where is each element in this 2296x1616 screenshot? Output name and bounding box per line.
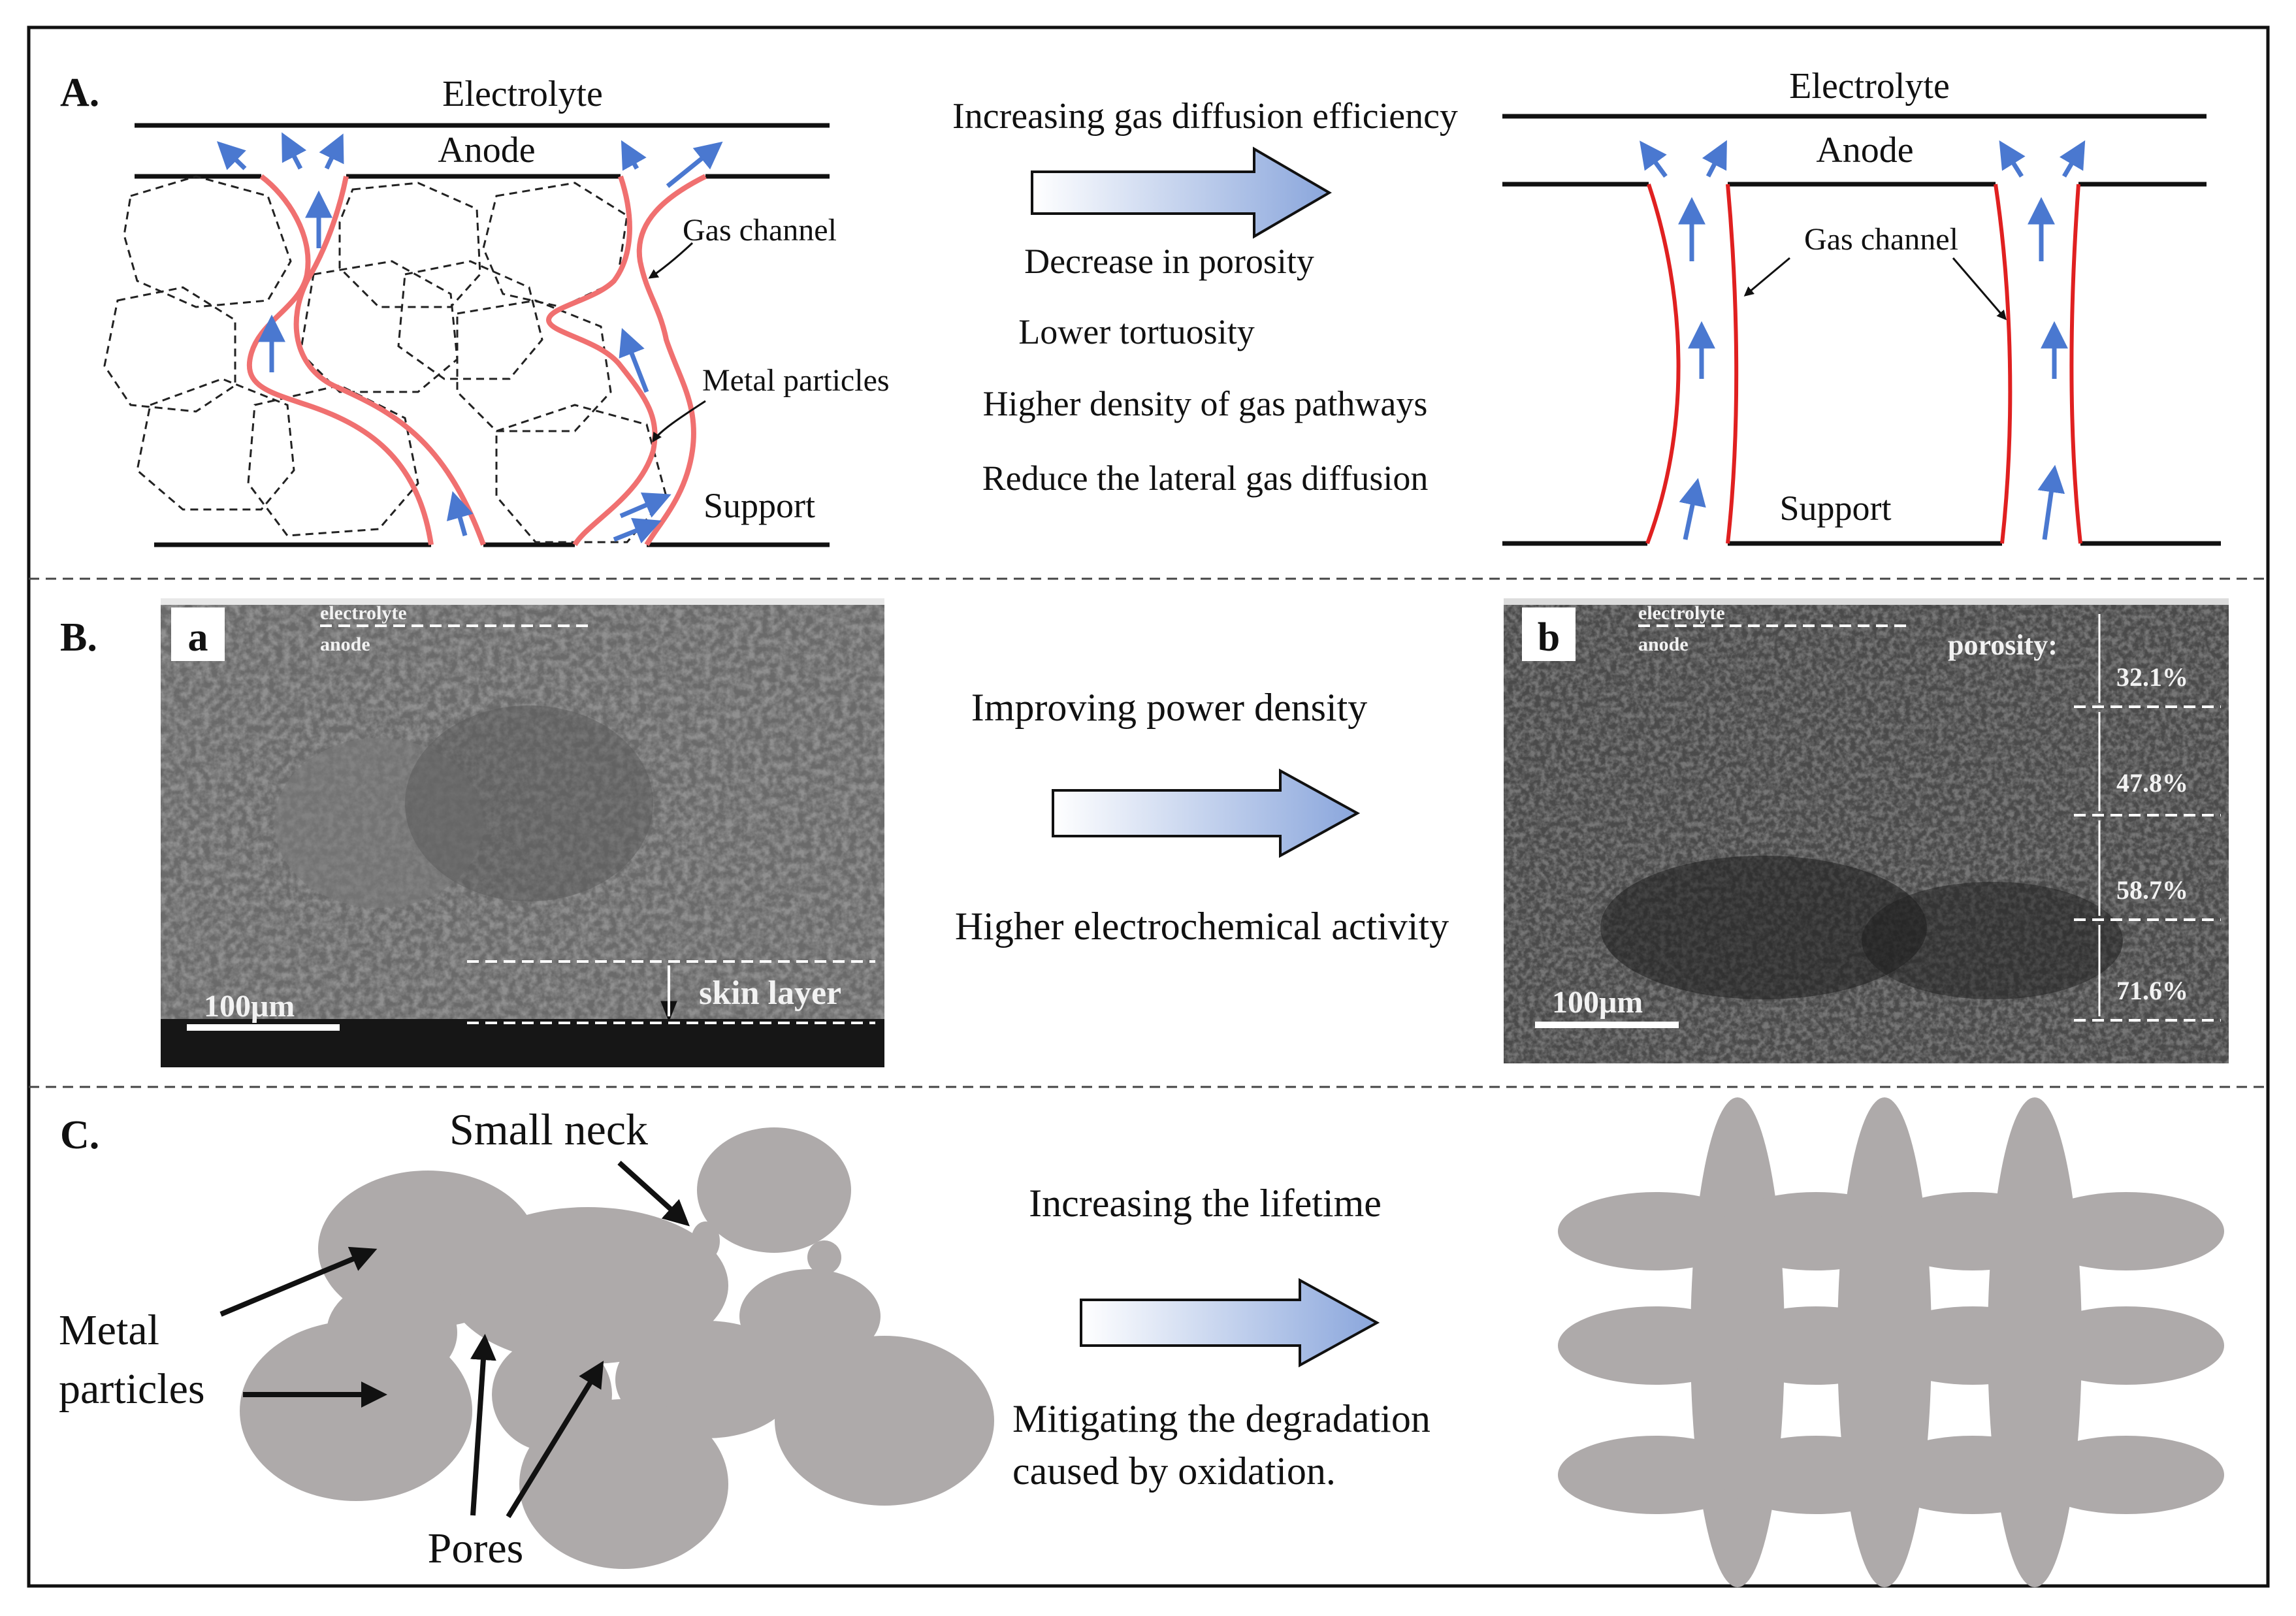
gradient-right-arrow-icon <box>1031 146 1332 239</box>
sem-image-b: b electrolyte anode porosity: 32.1% 47.8… <box>1504 598 2229 1063</box>
left-metal-particles-label: Metal particles <box>702 363 890 398</box>
right-gas-channel-label: Gas channel <box>1804 222 1958 257</box>
sem-image-a: a electrolyte anode skin layer 100μm <box>161 598 884 1067</box>
panel-b: B. a electrolyte anode skin layer 100μm … <box>60 598 2229 1067</box>
sem-a-skin-layer: skin layer <box>699 975 841 1012</box>
c-middle-bottom-line1: Mitigating the degradation <box>1012 1397 1431 1440</box>
pointer-arrows-c <box>219 1161 690 1519</box>
right-anode-label: Anode <box>1816 130 1913 170</box>
panel-a: A. <box>60 66 2221 547</box>
pores-label: Pores <box>428 1525 524 1572</box>
porosity-value-3: 58.7% <box>2116 875 2188 905</box>
metal-particle-outlines <box>103 175 668 543</box>
b-middle-top-text: Improving power density <box>971 686 1368 729</box>
panel-c-label: C. <box>60 1113 99 1157</box>
gas-channel-left-1 <box>246 174 486 546</box>
left-gas-channel-label: Gas channel <box>683 213 837 248</box>
figure-frame <box>27 25 2270 1588</box>
sem-b-scale: 100μm <box>1552 985 1643 1020</box>
panel-a-left-schematic: Electrolyte Anode Gas channel Metal part… <box>103 74 890 547</box>
sem-a-scale-bar <box>187 1024 340 1031</box>
sem-b-electrolyte: electrolyte <box>1638 602 1725 624</box>
sem-a-scale: 100μm <box>204 989 295 1024</box>
a-point-1: Decrease in porosity <box>1024 242 1314 281</box>
right-support-label: Support <box>1779 489 1891 528</box>
flow-arrows-right <box>1640 140 2086 540</box>
sem-a-anode: anode <box>320 634 370 655</box>
flow-arrows-left <box>216 132 723 543</box>
gradient-right-arrow-icon <box>1052 768 1361 858</box>
leader-lines-left <box>648 242 706 443</box>
sem-a-tag: a <box>188 615 208 660</box>
sem-b-anode: anode <box>1638 634 1689 655</box>
panel-b-label: B. <box>60 615 97 660</box>
porosity-dividers <box>2074 705 2221 1022</box>
panel-a-label: A. <box>60 71 99 115</box>
ordered-particle-grid <box>1558 1097 2224 1587</box>
small-neck-label: Small neck <box>449 1105 648 1154</box>
gradient-right-arrow-icon <box>1080 1278 1380 1368</box>
porosity-value-1: 32.1% <box>2116 662 2188 692</box>
sem-b-tag: b <box>1538 615 1560 660</box>
porosity-value-2: 47.8% <box>2116 768 2188 798</box>
a-middle-top-text: Increasing gas diffusion efficiency <box>952 96 1458 137</box>
left-electrolyte-label: Electrolyte <box>442 74 603 114</box>
a-point-4: Reduce the lateral gas diffusion <box>982 459 1429 498</box>
sem-b-porosity-label: porosity: <box>1948 629 2058 661</box>
gas-channel-left-2 <box>545 174 707 547</box>
gas-channel-right <box>1645 184 2082 545</box>
b-middle-bottom-text: Higher electrochemical activity <box>955 905 1449 948</box>
leader-lines-right <box>1743 257 2007 321</box>
c-middle-top-text: Increasing the lifetime <box>1029 1182 1382 1225</box>
left-anode-label: Anode <box>438 130 535 170</box>
metal-particle-cluster <box>240 1127 994 1569</box>
sem-a-electrolyte: electrolyte <box>320 602 407 624</box>
panel-a-right-schematic: Electrolyte Anode Gas channel Support <box>1502 66 2221 546</box>
metal-particles-label-line2: particles <box>59 1365 205 1413</box>
sem-b-scale-bar <box>1535 1022 1679 1028</box>
panel-c: C. Small neck Metal particles Pores <box>59 1097 2224 1587</box>
a-point-2: Lower tortuosity <box>1018 312 1254 351</box>
left-support-label: Support <box>703 486 815 525</box>
metal-particles-label-line1: Metal <box>59 1306 159 1354</box>
porosity-value-4: 71.6% <box>2116 976 2188 1005</box>
right-electrolyte-label: Electrolyte <box>1789 66 1950 106</box>
a-point-3: Higher density of gas pathways <box>983 384 1428 423</box>
c-middle-bottom-line2: caused by oxidation. <box>1012 1449 1336 1493</box>
